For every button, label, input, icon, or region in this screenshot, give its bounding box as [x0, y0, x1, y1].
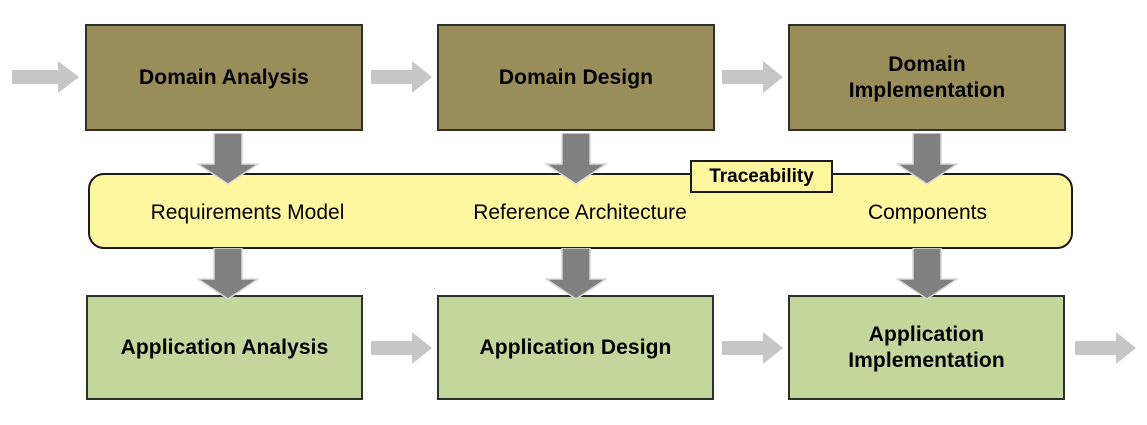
- artifact-components: Components: [790, 175, 1065, 251]
- box-application-analysis-label: Application Analysis: [120, 335, 329, 359]
- domain-analysis-to-design-arrow-icon: [371, 61, 432, 93]
- box-domain-implementation-line-2: Implementation: [848, 78, 1006, 102]
- domain-analysis-to-requirements-model-arrow-icon: [197, 133, 259, 185]
- components-to-application-implementation-arrow-icon: [896, 248, 958, 300]
- domain-implementation-to-components-arrow-icon: [896, 133, 958, 185]
- artifact-reference-architecture: Reference Architecture: [435, 175, 725, 251]
- domain-design-to-implementation-arrow-icon: [722, 61, 783, 93]
- box-domain-design-label: Domain Design: [498, 65, 654, 89]
- box-application-analysis[interactable]: Application Analysis: [86, 295, 363, 400]
- box-domain-implementation-label: Domain Implementation: [843, 52, 1012, 103]
- exit-arrow-application-icon: [1075, 332, 1136, 364]
- requirements-model-to-application-analysis-arrow-icon: [197, 248, 259, 300]
- artifact-requirements-model-label: Requirements Model: [150, 201, 345, 224]
- box-domain-analysis-label: Domain Analysis: [139, 65, 309, 89]
- box-application-implementation-label: Application Implementation: [842, 322, 1011, 373]
- box-domain-analysis[interactable]: Domain Analysis: [85, 24, 363, 131]
- artifact-components-label: Components: [867, 201, 988, 224]
- box-application-design-label: Application Design: [479, 335, 672, 359]
- box-application-implementation-line-2: Implementation: [848, 348, 1005, 372]
- box-domain-design[interactable]: Domain Design: [437, 24, 715, 131]
- box-application-design[interactable]: Application Design: [437, 295, 714, 400]
- traceability-tab: Traceability: [690, 160, 833, 193]
- artifact-requirements-model: Requirements Model: [110, 175, 385, 251]
- box-domain-implementation-line-1: Domain: [888, 52, 966, 76]
- domain-design-to-reference-architecture-arrow-icon: [545, 133, 607, 185]
- box-application-implementation-line-1: Application: [868, 322, 985, 346]
- box-domain-implementation[interactable]: Domain Implementation: [788, 24, 1066, 131]
- application-analysis-to-design-arrow-icon: [371, 332, 432, 364]
- box-application-implementation[interactable]: Application Implementation: [788, 295, 1065, 400]
- reference-architecture-to-application-design-arrow-icon: [545, 248, 607, 300]
- traceability-tab-label: Traceability: [709, 165, 814, 187]
- entry-arrow-domain-icon: [12, 61, 79, 93]
- application-design-to-implementation-arrow-icon: [722, 332, 783, 364]
- traceability-band: Requirements Model Reference Architectur…: [88, 173, 1073, 249]
- artifact-reference-architecture-label: Reference Architecture: [473, 201, 687, 224]
